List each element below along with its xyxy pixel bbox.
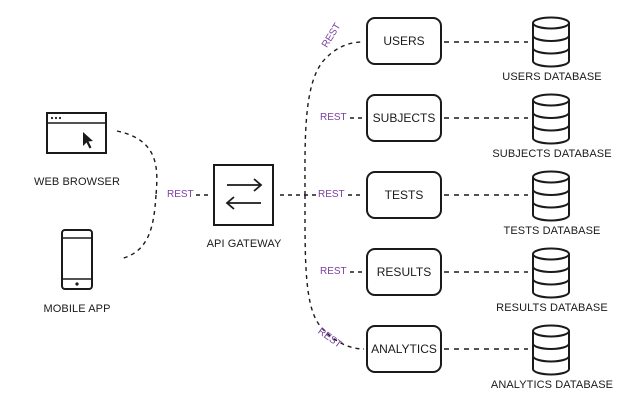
subjects-database-label: SUBJECTS DATABASE <box>492 148 612 160</box>
api-gateway-icon <box>213 164 274 226</box>
service-results-label: RESULTS <box>376 265 432 279</box>
connector-bus-upper <box>304 41 365 196</box>
mobile-app-label: MOBILE APP <box>43 303 111 315</box>
service-tests: TESTS <box>366 171 442 219</box>
connector-mobile-to-gateway <box>119 194 157 260</box>
mobile-phone-icon <box>61 229 93 290</box>
rest-label-tests: REST <box>318 189 345 200</box>
rest-label-results: REST <box>320 266 347 277</box>
service-analytics: ANALYTICS <box>366 325 442 373</box>
results-database-label: RESULTS DATABASE <box>496 302 608 314</box>
rest-label-subjects: REST <box>320 112 347 123</box>
service-subjects: SUBJECTS <box>366 94 442 142</box>
database-icon <box>532 247 570 299</box>
database-icon <box>532 16 570 68</box>
api-gateway-label: API GATEWAY <box>206 238 282 250</box>
service-analytics-label: ANALYTICS <box>371 342 437 356</box>
connector-web-to-gateway <box>116 130 158 196</box>
service-results: RESULTS <box>366 248 442 296</box>
analytics-database-label: ANALYTICS DATABASE <box>490 379 614 391</box>
tests-database-label: TESTS DATABASE <box>503 225 601 237</box>
connector-bus-lower <box>304 194 365 350</box>
rest-label-gateway: REST <box>167 189 194 200</box>
database-icon <box>532 170 570 222</box>
service-tests-label: TESTS <box>384 188 424 202</box>
service-users-label: USERS <box>383 34 425 48</box>
database-icon <box>532 93 570 145</box>
users-database-label: USERS DATABASE <box>502 71 602 83</box>
database-icon <box>532 324 570 376</box>
web-browser-icon <box>46 112 107 154</box>
service-subjects-label: SUBJECTS <box>372 111 436 125</box>
service-users: USERS <box>366 17 442 65</box>
web-browser-label: WEB BROWSER <box>33 176 121 188</box>
